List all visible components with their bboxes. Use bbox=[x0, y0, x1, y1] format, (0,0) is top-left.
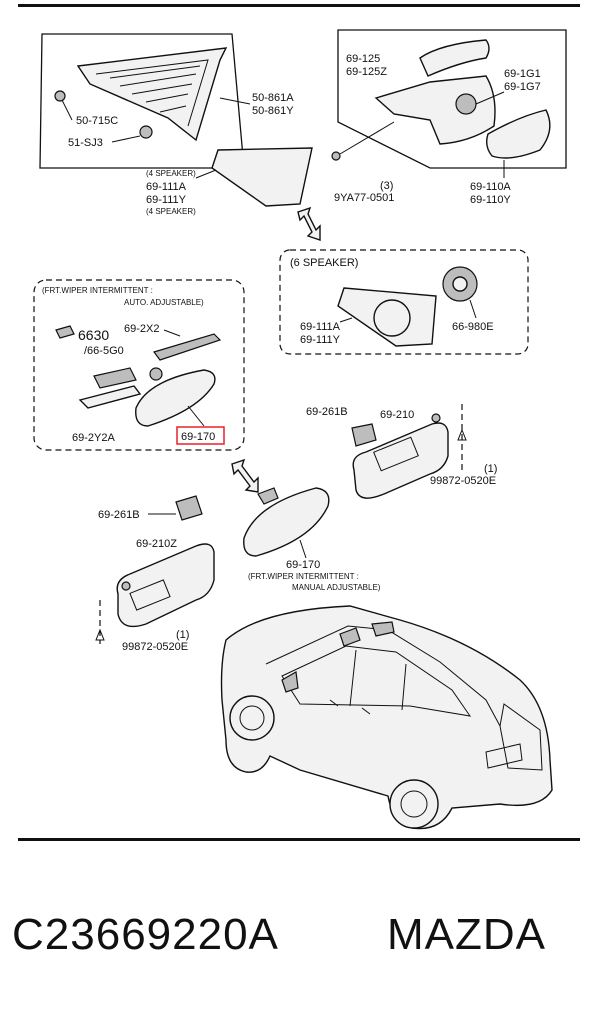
connector-icon bbox=[55, 325, 75, 339]
mirror-motor-icon bbox=[455, 93, 477, 115]
label-69-125z: 69-125Z bbox=[346, 66, 387, 78]
label-69-261b-left: 69-261B bbox=[98, 509, 140, 521]
lower-cover bbox=[78, 385, 142, 409]
label-69-1g7: 69-1G7 bbox=[504, 81, 541, 93]
label-69-210z: 69-210Z bbox=[136, 538, 177, 550]
mirror-housing bbox=[374, 75, 496, 145]
visor-clip-left bbox=[175, 495, 203, 521]
auto-adjustable-mirror-panel: (FRT.WIPER INTERMITTENT : AUTO. ADJUSTAB… bbox=[33, 279, 245, 451]
label-69-2y2a: 69-2Y2A bbox=[72, 432, 115, 444]
bottom-rule bbox=[18, 838, 580, 841]
vehicle-illustration bbox=[220, 605, 553, 830]
bolt-icon bbox=[331, 151, 341, 161]
screw-icon-left bbox=[95, 628, 105, 641]
mirror-cover bbox=[419, 39, 490, 77]
label-6-speaker: (6 SPEAKER) bbox=[290, 257, 358, 269]
front-wheel-hub bbox=[239, 705, 265, 731]
brand-name: MAZDA bbox=[387, 910, 546, 959]
label-qty-left: (1) bbox=[176, 629, 189, 641]
rear-wheel bbox=[389, 779, 439, 829]
label-6630: 6630 bbox=[78, 327, 109, 343]
label-69-111y: 69-111Y bbox=[146, 194, 187, 206]
label-69-111a-b: 69-111A bbox=[300, 321, 341, 333]
label-9ya77-0501: 9YA77-0501 bbox=[334, 192, 394, 204]
clip-icon bbox=[54, 90, 66, 102]
quarter-window-glass bbox=[76, 47, 228, 142]
vehicle-visor-marker bbox=[339, 627, 361, 647]
front-wheel bbox=[229, 695, 275, 741]
six-speaker-panel: (6 SPEAKER) 69-111A 69-111Y 66-980E bbox=[279, 249, 529, 355]
swap-arrow-icon-2 bbox=[231, 458, 259, 493]
mount-icon bbox=[149, 367, 163, 381]
vanity-mirror-left bbox=[129, 579, 171, 611]
label-frt-auto-1: (FRT.WIPER INTERMITTENT : bbox=[42, 286, 153, 295]
tweeter-housing-icon bbox=[373, 299, 411, 337]
rear-view-mirror-manual bbox=[243, 487, 330, 557]
label-69-1g1: 69-1G1 bbox=[504, 68, 541, 80]
vanity-mirror-right bbox=[373, 436, 419, 472]
label-4-speaker-b: (4 SPEAKER) bbox=[146, 207, 196, 216]
mirror-panel-4-speaker: (4 SPEAKER) 69-111A 69-111Y (4 SPEAKER) bbox=[146, 147, 321, 241]
door-mirror-panel: 69-125 69-125Z 69-1G1 69-1G7 (3) 9YA77-0… bbox=[331, 29, 567, 206]
parts-diagram: 50-861A 50-861Y 50-715C 51-SJ3 69-125 69… bbox=[33, 29, 567, 830]
label-69-110a: 69-110A bbox=[470, 181, 511, 193]
fastener-icon bbox=[139, 125, 153, 139]
mirror-glass bbox=[485, 109, 551, 159]
rear-wheel-hub bbox=[400, 790, 428, 818]
rear-view-mirror-auto bbox=[135, 369, 216, 427]
label-69-110y: 69-110Y bbox=[470, 194, 511, 206]
label-50-861a: 50-861A bbox=[252, 92, 294, 104]
manual-mirror: 69-170 (FRT.WIPER INTERMITTENT : MANUAL … bbox=[243, 487, 381, 592]
vehicle-body bbox=[220, 605, 553, 830]
screw-icon-right bbox=[457, 428, 467, 441]
label-69-261b-right: 69-261B bbox=[306, 406, 348, 418]
sun-visor-left: 69-261B 69-210Z (1) 99872-0520E bbox=[95, 495, 215, 653]
label-frt-auto-2: AUTO. ADJUSTABLE) bbox=[124, 298, 204, 307]
label-69-111y-b: 69-111Y bbox=[300, 334, 341, 346]
part-number: C23669220A bbox=[12, 910, 279, 959]
visor-right bbox=[352, 422, 449, 499]
swap-arrow-icon bbox=[297, 206, 321, 241]
label-51-sj3: 51-SJ3 bbox=[68, 137, 103, 149]
visor-clip-right bbox=[351, 423, 377, 447]
label-50-861y: 50-861Y bbox=[252, 105, 294, 117]
label-69-170: 69-170 bbox=[286, 559, 320, 571]
label-qty-right: (1) bbox=[484, 463, 497, 475]
label-50-715c: 50-715C bbox=[76, 115, 118, 127]
label-69-2x2: 69-2X2 bbox=[124, 323, 159, 335]
label-99872-0520e-left: 99872-0520E bbox=[122, 641, 188, 653]
mirror-inner-panel bbox=[211, 147, 313, 207]
sensor-cover bbox=[153, 333, 222, 361]
label-69-170-highlighted: 69-170 bbox=[181, 431, 215, 443]
label-4-speaker-a: (4 SPEAKER) bbox=[146, 169, 196, 178]
quarter-window-panel: 50-861A 50-861Y 50-715C 51-SJ3 bbox=[39, 33, 294, 169]
vehicle-mirror-marker bbox=[281, 671, 299, 693]
mirror-base-cover bbox=[93, 367, 137, 389]
footer: C23669220A MAZDA bbox=[0, 900, 600, 970]
label-9ya77-qty: (3) bbox=[380, 180, 393, 192]
speaker-cone-icon bbox=[452, 276, 468, 292]
mirror-stay bbox=[257, 487, 279, 505]
label-99872-0520e-right: 99872-0520E bbox=[430, 475, 496, 487]
label-66-980e: 66-980E bbox=[452, 321, 494, 333]
top-rule bbox=[18, 4, 580, 7]
vehicle-visor-marker-2 bbox=[371, 621, 395, 637]
label-frt-man-2: MANUAL ADJUSTABLE) bbox=[292, 583, 381, 592]
label-frt-man-1: (FRT.WIPER INTERMITTENT : bbox=[248, 572, 359, 581]
label-66-5g0: /66-5G0 bbox=[84, 345, 124, 357]
label-69-210: 69-210 bbox=[380, 409, 414, 421]
sun-visor-right: 69-261B 69-210 (1) 99872-0520E bbox=[306, 404, 497, 499]
visor-pivot-icon-left bbox=[121, 581, 131, 591]
label-69-111a: 69-111A bbox=[146, 181, 187, 193]
highlight-box bbox=[176, 426, 225, 445]
visor-pivot-icon bbox=[431, 413, 441, 423]
label-69-125: 69-125 bbox=[346, 53, 380, 65]
